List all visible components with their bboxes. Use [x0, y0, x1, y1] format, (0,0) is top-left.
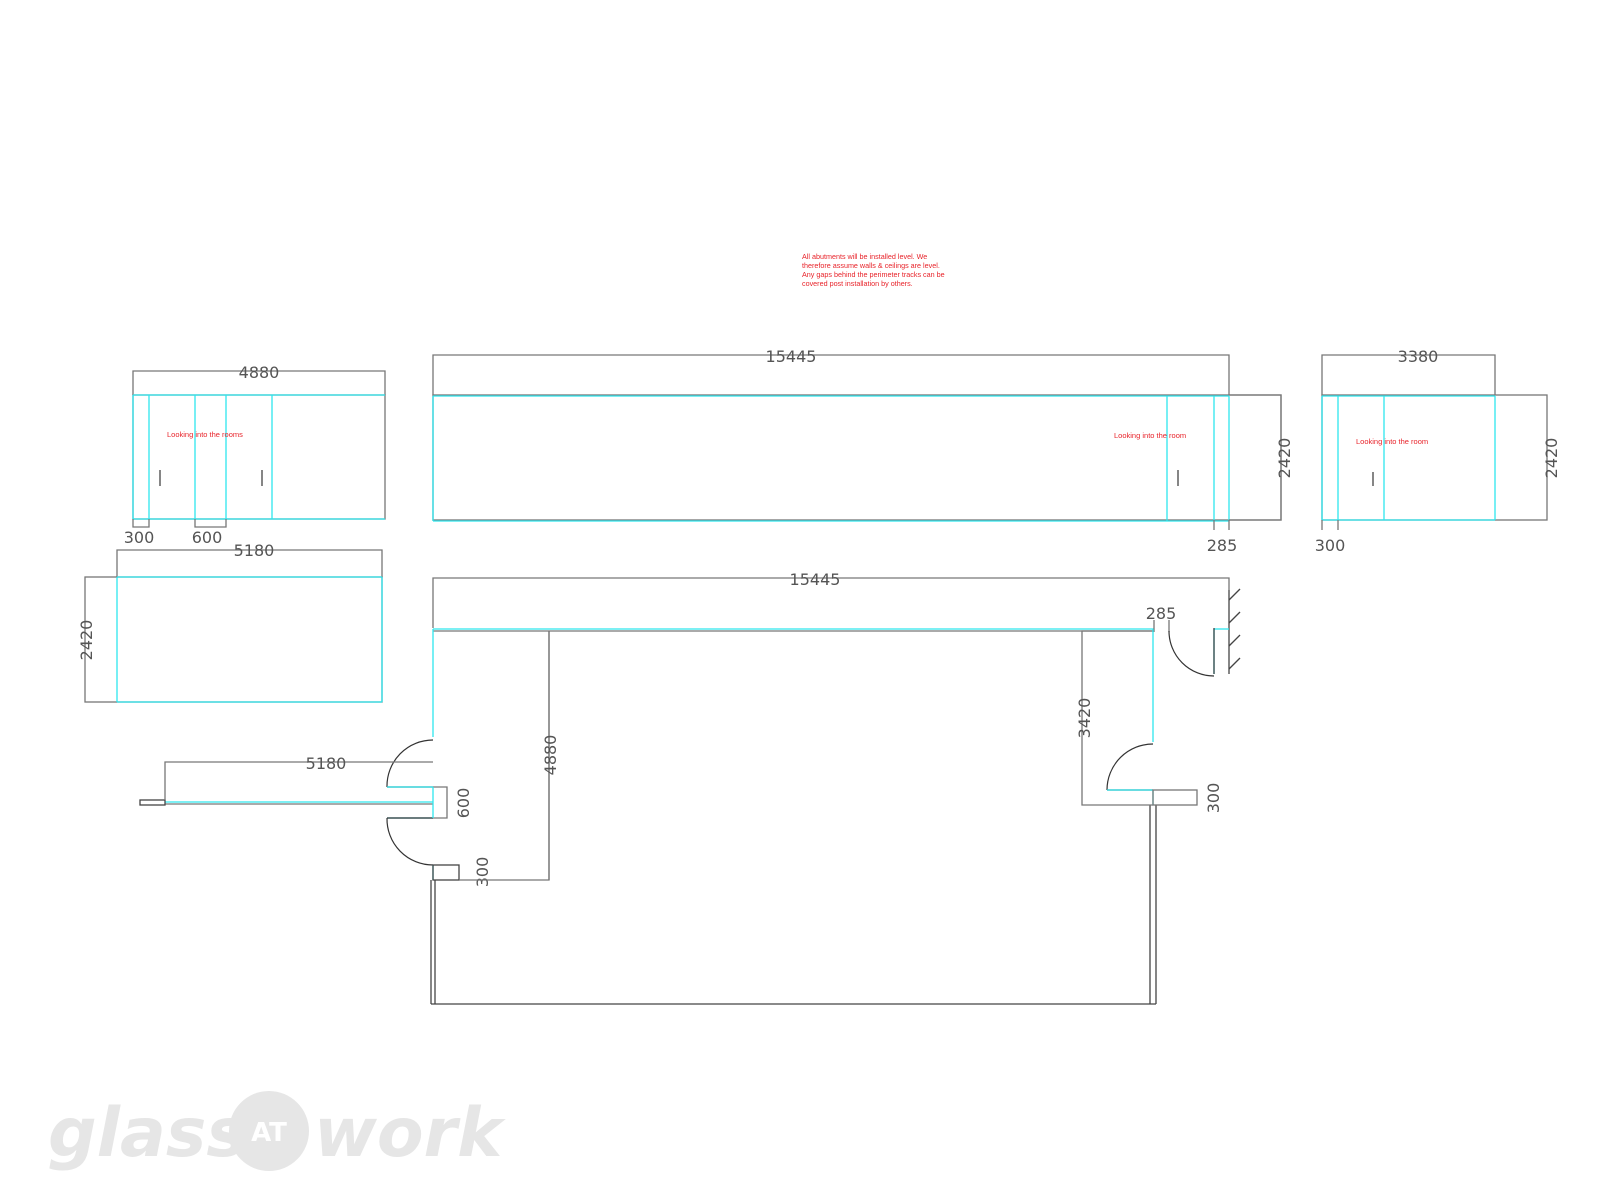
door-swing-arc — [386, 817, 434, 866]
dim-600-plan: 600 — [454, 788, 473, 819]
view-label-left: Looking into the rooms — [167, 430, 243, 439]
dim-600-left-elevation: 600 — [192, 528, 223, 547]
dim-line-3380 — [1321, 354, 1496, 395]
logo-word-work: work — [314, 1094, 506, 1173]
floor-plan: 15445 285 5180 600 — [139, 570, 1241, 1005]
door-swing-arc — [1168, 630, 1215, 677]
elevation-right-frame — [1321, 394, 1548, 521]
elevation-lower-left: 5180 2420 — [77, 541, 383, 703]
elevation-center-frame — [432, 394, 1282, 521]
dim-15445-elevation: 15445 — [766, 347, 817, 366]
dim-line-15445-plan — [432, 577, 1230, 628]
elevation-center: 15445 2420 285 Looking into the room — [432, 347, 1294, 555]
general-note: All abutments will be installed level. W… — [802, 252, 945, 288]
view-label-right: Looking into the room — [1356, 437, 1428, 446]
corridor-wall-end — [139, 799, 166, 806]
logo-badge-circle — [229, 1091, 309, 1171]
door-swing-arc — [1106, 743, 1154, 791]
dim-300-plan-right: 300 — [1204, 783, 1223, 814]
dim-300-right-elevation: 300 — [1315, 536, 1346, 555]
dim-5180-plan: 5180 — [306, 754, 347, 773]
dim-3380: 3380 — [1398, 347, 1439, 366]
dim-285-elevation: 285 — [1207, 536, 1238, 555]
dim-5180-elevation: 5180 — [234, 541, 275, 560]
dim-line-4880 — [132, 370, 386, 395]
dim-3420-plan: 3420 — [1075, 698, 1094, 739]
note-line-4: covered post installation by others. — [802, 279, 913, 288]
note-line-1: All abutments will be installed level. W… — [802, 252, 927, 261]
logo-badge-at: AT — [251, 1118, 287, 1148]
elevation-left: 4880 300 600 Looking into the rooms — [124, 363, 386, 547]
dim-300-plan-left: 300 — [473, 857, 492, 888]
elevation-right: 3380 2420 300 Looking into the room — [1315, 347, 1561, 555]
view-label-center: Looking into the room — [1114, 431, 1186, 440]
dim-15445-plan: 15445 — [790, 570, 841, 589]
dim-2420-right: 2420 — [1542, 438, 1561, 479]
dim-2420-lower-left: 2420 — [77, 620, 96, 661]
note-line-2: therefore assume walls & ceilings are le… — [802, 261, 940, 270]
logo-word-glass: glass — [48, 1094, 247, 1173]
dim-4880-plan: 4880 — [541, 735, 560, 776]
note-line-3: Any gaps behind the perimeter tracks can… — [802, 270, 945, 279]
dim-line-5180-elevation — [116, 549, 383, 578]
glass-at-work-logo: glass AT work — [48, 1091, 506, 1173]
elevation-left-frame — [132, 394, 386, 520]
elevation-lower-left-frame — [84, 576, 383, 703]
door-swing-arc — [386, 739, 434, 788]
dim-4880-top: 4880 — [239, 363, 280, 382]
dim-285-plan: 285 — [1146, 604, 1177, 623]
dim-300-left-elevation: 300 — [124, 528, 155, 547]
dim-line-15445-elevation — [432, 354, 1230, 395]
dim-2420-center: 2420 — [1275, 438, 1294, 479]
